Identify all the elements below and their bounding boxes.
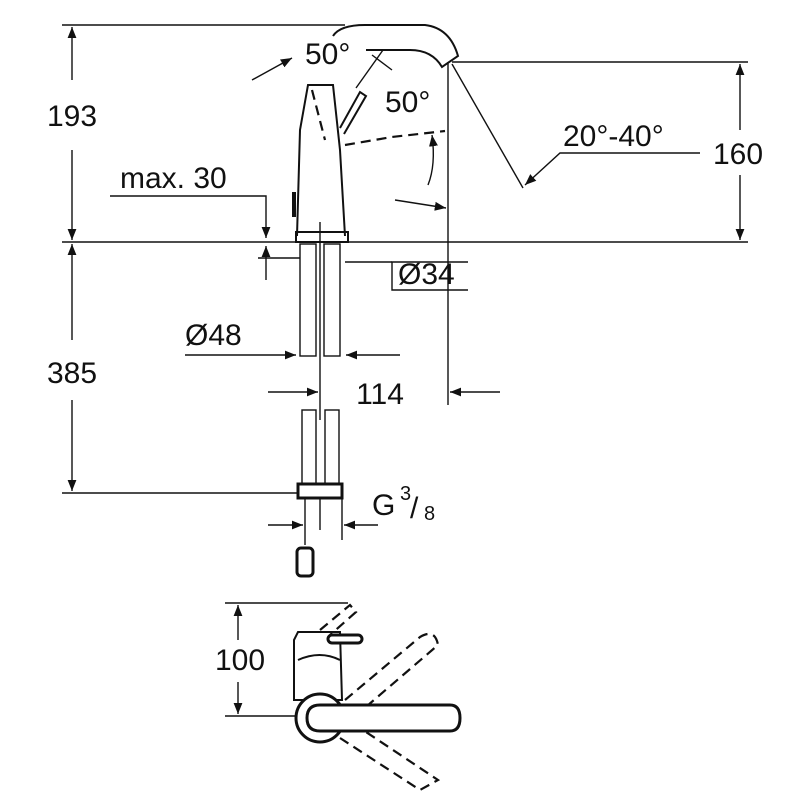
dimension-114: 114 [268, 378, 500, 411]
dimension-160: 160 [713, 64, 763, 240]
angle-annotations: 50° 50° 20°-40° [251, 38, 700, 211]
dimension-thread: G 3 / 8 [268, 483, 435, 530]
label-100: 100 [215, 644, 265, 677]
label-thread-num: 3 [400, 483, 411, 505]
label-lever-angle-2: 50° [385, 86, 430, 119]
label-114: 114 [356, 378, 404, 411]
svg-text:/: / [410, 492, 419, 525]
label-spout-angle: 20°-40° [563, 120, 664, 153]
label-160: 160 [713, 138, 763, 171]
label-thread-den: 8 [424, 503, 435, 525]
label-thread-g: G [372, 489, 395, 522]
dimension-193: 193 [47, 27, 97, 240]
dimension-max-30: max. 30 [110, 162, 300, 280]
supply-hoses [295, 243, 344, 578]
dimension-diameters: Ø34 Ø48 [185, 258, 468, 360]
label-lever-angle-1: 50° [305, 38, 350, 71]
label-diameter-48: Ø48 [185, 319, 242, 352]
top-view: 100 [215, 602, 462, 792]
label-max-30: max. 30 [120, 162, 227, 195]
dimension-385: 385 [47, 244, 97, 491]
label-193: 193 [47, 100, 97, 133]
label-385: 385 [47, 357, 97, 390]
label-diameter-34: Ø34 [398, 258, 455, 291]
faucet-body [292, 24, 460, 420]
reference-lines [62, 24, 748, 494]
